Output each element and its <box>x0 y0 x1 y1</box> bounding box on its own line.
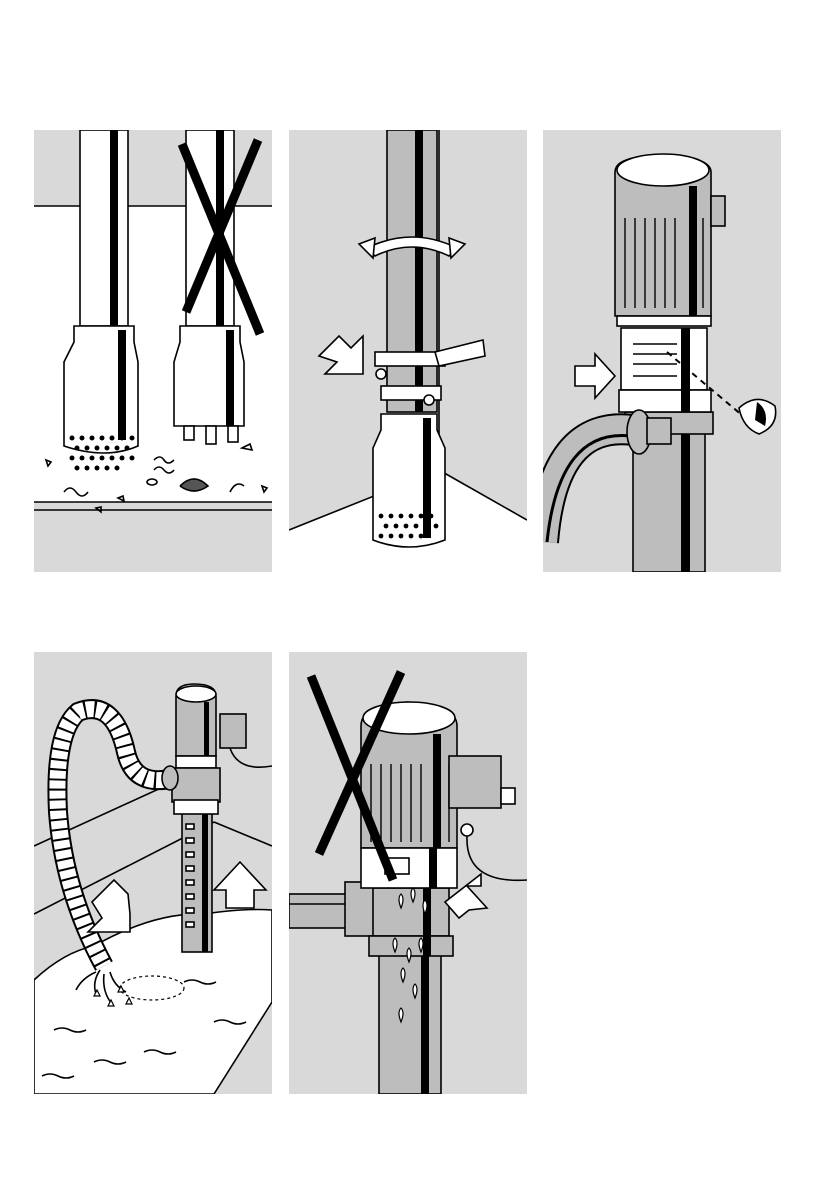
panel-3-lubrication <box>543 130 781 572</box>
panel-3-illustration <box>543 130 781 572</box>
panel-2-illustration <box>289 130 527 572</box>
panel-1-illustration <box>34 130 272 572</box>
panel-2-mounting-clamp <box>289 130 527 572</box>
pointer-arrow-icon <box>319 336 363 374</box>
panel-5-illustration <box>289 652 527 1094</box>
pointer-arrow-icon <box>575 354 615 398</box>
panel-5-seal-leak <box>289 652 527 1094</box>
pump-motor-icon <box>615 154 725 412</box>
panel-1-intake-clearance <box>34 130 272 572</box>
panel-4-discharge-hose <box>34 652 272 1094</box>
up-arrow-icon <box>214 862 266 908</box>
panel-4-illustration <box>34 652 272 1094</box>
